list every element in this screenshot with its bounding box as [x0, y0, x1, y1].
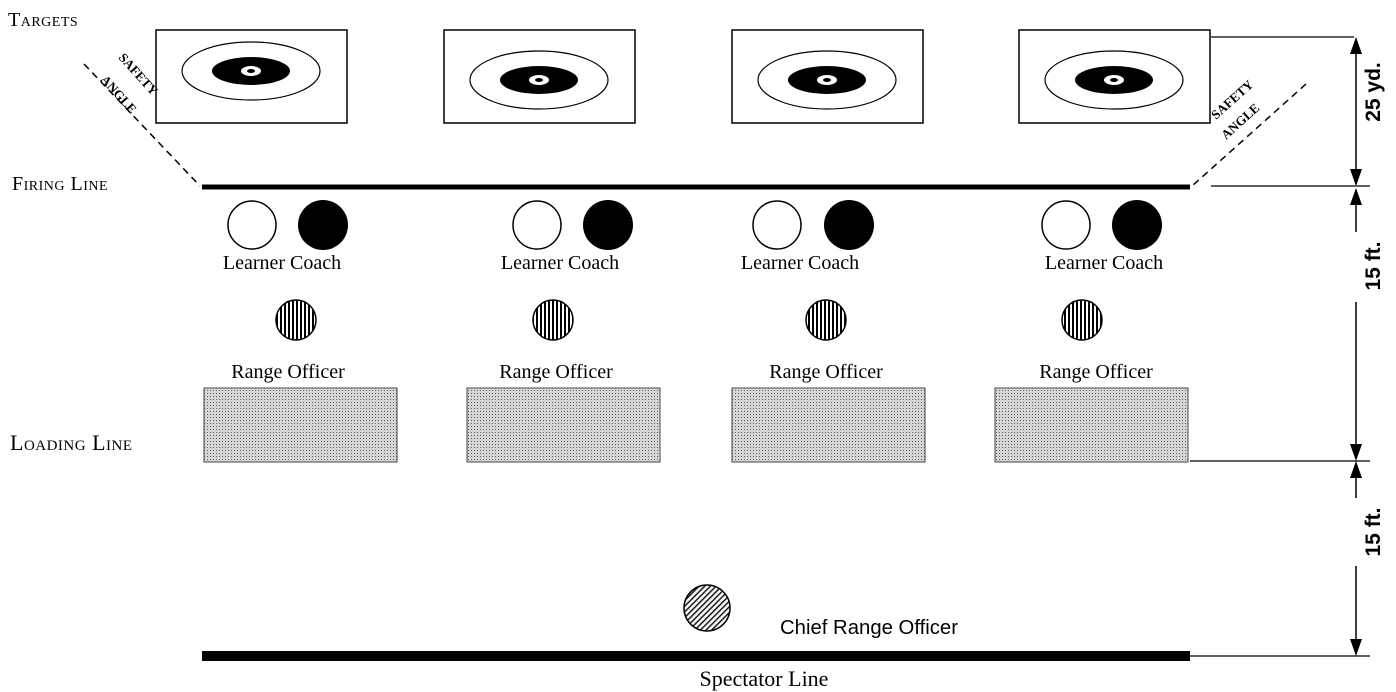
loading-area — [203, 387, 398, 463]
range-officer-marker — [805, 299, 847, 341]
range-officer-label: Range Officer — [499, 361, 613, 383]
dimension-25-yd: 25 yd. — [1362, 62, 1385, 122]
learner-marker — [512, 200, 562, 250]
target — [1018, 29, 1211, 124]
range-officer-label: Range Officer — [231, 361, 345, 383]
learner-coach-label: Learner Coach — [223, 252, 341, 274]
target-bullseye — [247, 69, 255, 73]
targets-row — [155, 29, 1211, 124]
coach-marker — [824, 200, 874, 250]
learner-coach-label: Learner Coach — [501, 252, 619, 274]
dimension-15-ft-lower: 15 ft. — [1362, 507, 1385, 556]
loading-area — [731, 387, 926, 463]
chief-range-officer-marker — [683, 584, 731, 632]
target — [155, 29, 348, 124]
targets-label: Targets — [8, 9, 78, 31]
loading-area — [994, 387, 1189, 463]
coach-marker — [298, 200, 348, 250]
target-bullseye — [535, 78, 543, 82]
loading-area — [466, 387, 661, 463]
spectator-line-label: Spectator Line — [700, 666, 829, 691]
target — [731, 29, 924, 124]
learner-marker — [1041, 200, 1091, 250]
range-officer-label: Range Officer — [769, 361, 883, 383]
range-officer-marker — [275, 299, 317, 341]
chief-range-officer-label: Chief Range Officer — [780, 617, 958, 639]
safety-angle-right-line — [1191, 83, 1307, 187]
loading-line-label: Loading Line — [10, 430, 133, 455]
learner-coach-label: Learner Coach — [1045, 252, 1163, 274]
learner-marker — [752, 200, 802, 250]
range-officer-marker — [532, 299, 574, 341]
range-officer-marker — [1061, 299, 1103, 341]
coach-marker — [1112, 200, 1162, 250]
target-bullseye — [1110, 78, 1118, 82]
dimension-lines — [1190, 36, 1370, 657]
target-bullseye — [823, 78, 831, 82]
learner-coach-label: Learner Coach — [741, 252, 859, 274]
dimension-15-ft-upper: 15 ft. — [1362, 241, 1385, 290]
safety-angle-left-line — [83, 63, 201, 187]
learner-marker — [227, 200, 277, 250]
target — [443, 29, 636, 124]
coach-marker — [583, 200, 633, 250]
firing-line-label: Firing Line — [12, 173, 108, 195]
range-officer-label: Range Officer — [1039, 361, 1153, 383]
